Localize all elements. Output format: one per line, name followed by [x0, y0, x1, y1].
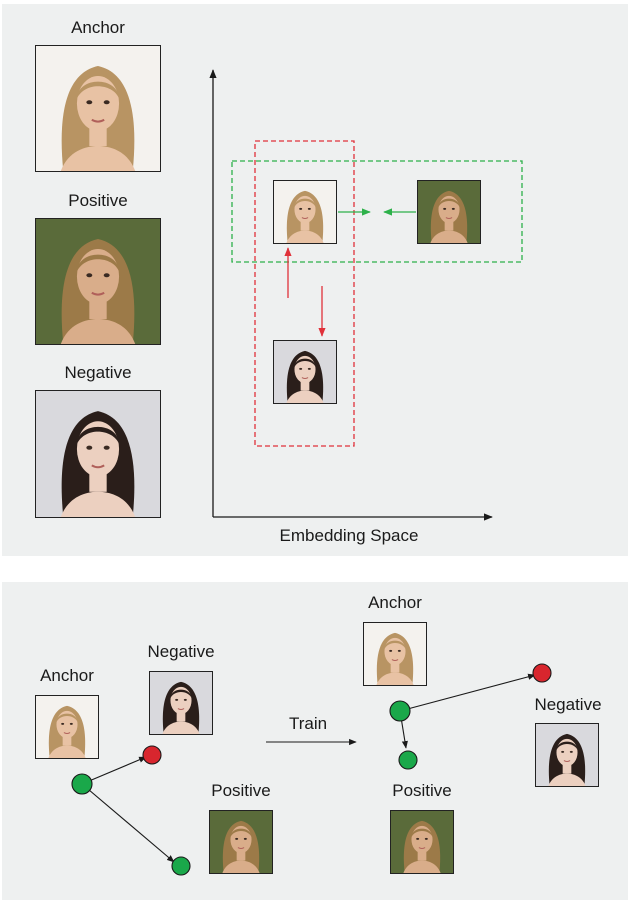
before-negative-photo [149, 671, 213, 735]
portrait-icon [274, 341, 336, 403]
train-label: Train [288, 714, 328, 733]
embedding-negative-photo [273, 340, 337, 404]
before-negative-label: Negative [147, 642, 215, 661]
portrait-icon [36, 46, 160, 171]
portrait-icon [364, 623, 426, 685]
portrait-icon [210, 811, 272, 873]
portrait-icon [536, 724, 598, 786]
embedding-anchor-photo [273, 180, 337, 244]
after-negative-label: Negative [534, 695, 602, 714]
after-positive-label: Positive [392, 781, 452, 800]
portrait-icon [274, 181, 336, 243]
top-anchor-photo [35, 45, 161, 172]
embedding-positive-photo [417, 180, 481, 244]
portrait-icon [36, 696, 98, 758]
top-negative-label: Negative [64, 363, 132, 382]
portrait-icon [36, 219, 160, 344]
portrait-icon [418, 181, 480, 243]
before-positive-label: Positive [211, 781, 271, 800]
after-anchor-photo [363, 622, 427, 686]
after-positive-photo [390, 810, 454, 874]
after-anchor-label: Anchor [368, 593, 422, 612]
top-positive-photo [35, 218, 161, 345]
before-anchor-label: Anchor [40, 666, 94, 685]
portrait-icon [391, 811, 453, 873]
top-anchor-label: Anchor [71, 18, 125, 37]
before-positive-photo [209, 810, 273, 874]
embedding-space-label: Embedding Space [279, 526, 419, 545]
portrait-icon [150, 672, 212, 734]
after-negative-photo [535, 723, 599, 787]
before-anchor-photo [35, 695, 99, 759]
top-positive-label: Positive [68, 191, 128, 210]
top-negative-photo [35, 390, 161, 518]
portrait-icon [36, 391, 160, 517]
